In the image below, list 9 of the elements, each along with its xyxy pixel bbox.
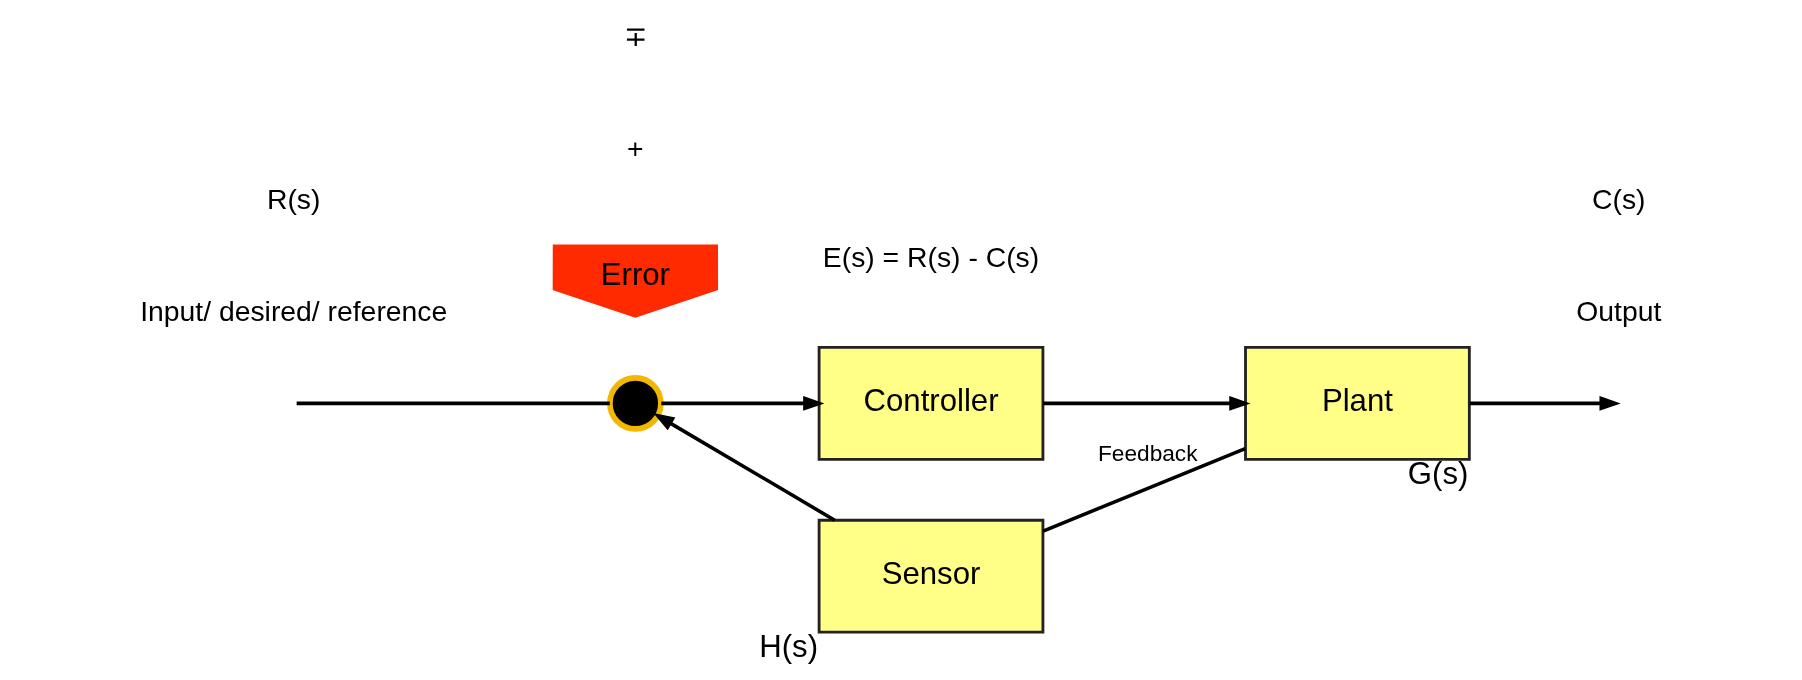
node-label: H(s) [759, 629, 819, 665]
edge-label: Feedback [1098, 440, 1198, 467]
label: + [627, 132, 644, 165]
label: Input/ desired/ reference [140, 295, 448, 328]
label: C(s) [1592, 183, 1646, 216]
label: ∓ [623, 20, 647, 53]
label: Output [1576, 295, 1662, 328]
label: E(s) = R(s) - C(s) [822, 241, 1040, 274]
label: R(s) [266, 183, 321, 216]
